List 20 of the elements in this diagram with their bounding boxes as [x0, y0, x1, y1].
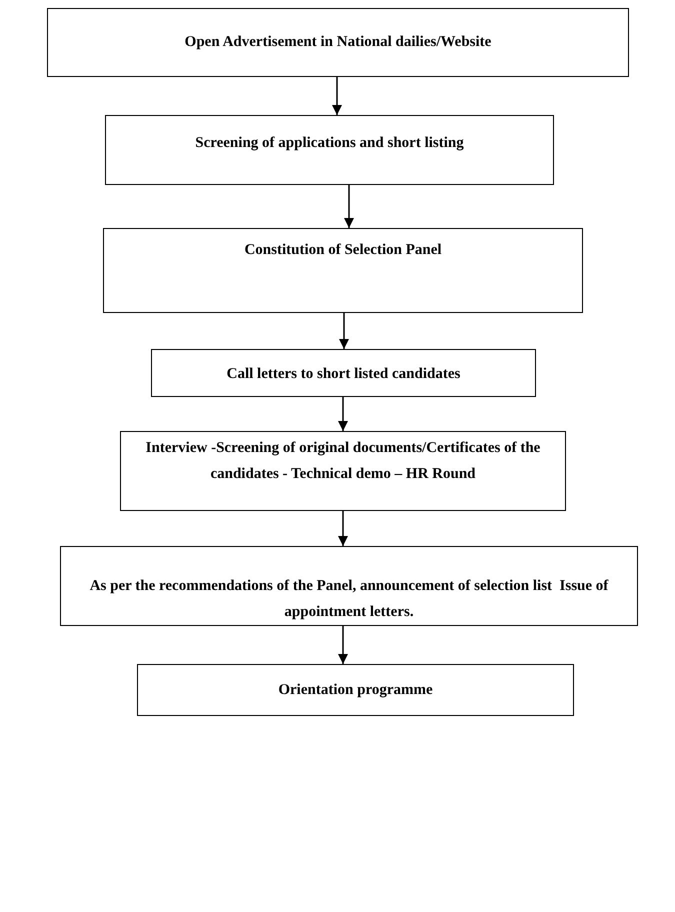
arrow [344, 185, 354, 228]
arrow [338, 397, 348, 431]
process-box [60, 546, 638, 626]
arrow [338, 626, 348, 664]
step-text: Call letters to short listed candidates [226, 365, 462, 384]
step-text: Interview -Screening of original documents/Certificates of the candidates - Technical demo – HR Round [144, 439, 542, 484]
step-text: Constitution of Selection Panel [243, 241, 443, 260]
step-text: As per the recommendations of the Panel, announcement of selection list Issue of appointment letters. [88, 577, 610, 622]
step-text: Screening of applications and short listing [194, 134, 465, 153]
process-box [120, 431, 566, 511]
process-box [137, 664, 574, 716]
step-text: Orientation programme [277, 681, 434, 700]
process-box [151, 349, 536, 397]
arrow [338, 511, 348, 546]
process-box [47, 8, 629, 77]
arrow [332, 77, 342, 115]
arrow [339, 313, 349, 349]
step-text: Open Advertisement in National dailies/Website [184, 33, 492, 52]
process-box [105, 115, 554, 185]
process-box [103, 228, 583, 313]
